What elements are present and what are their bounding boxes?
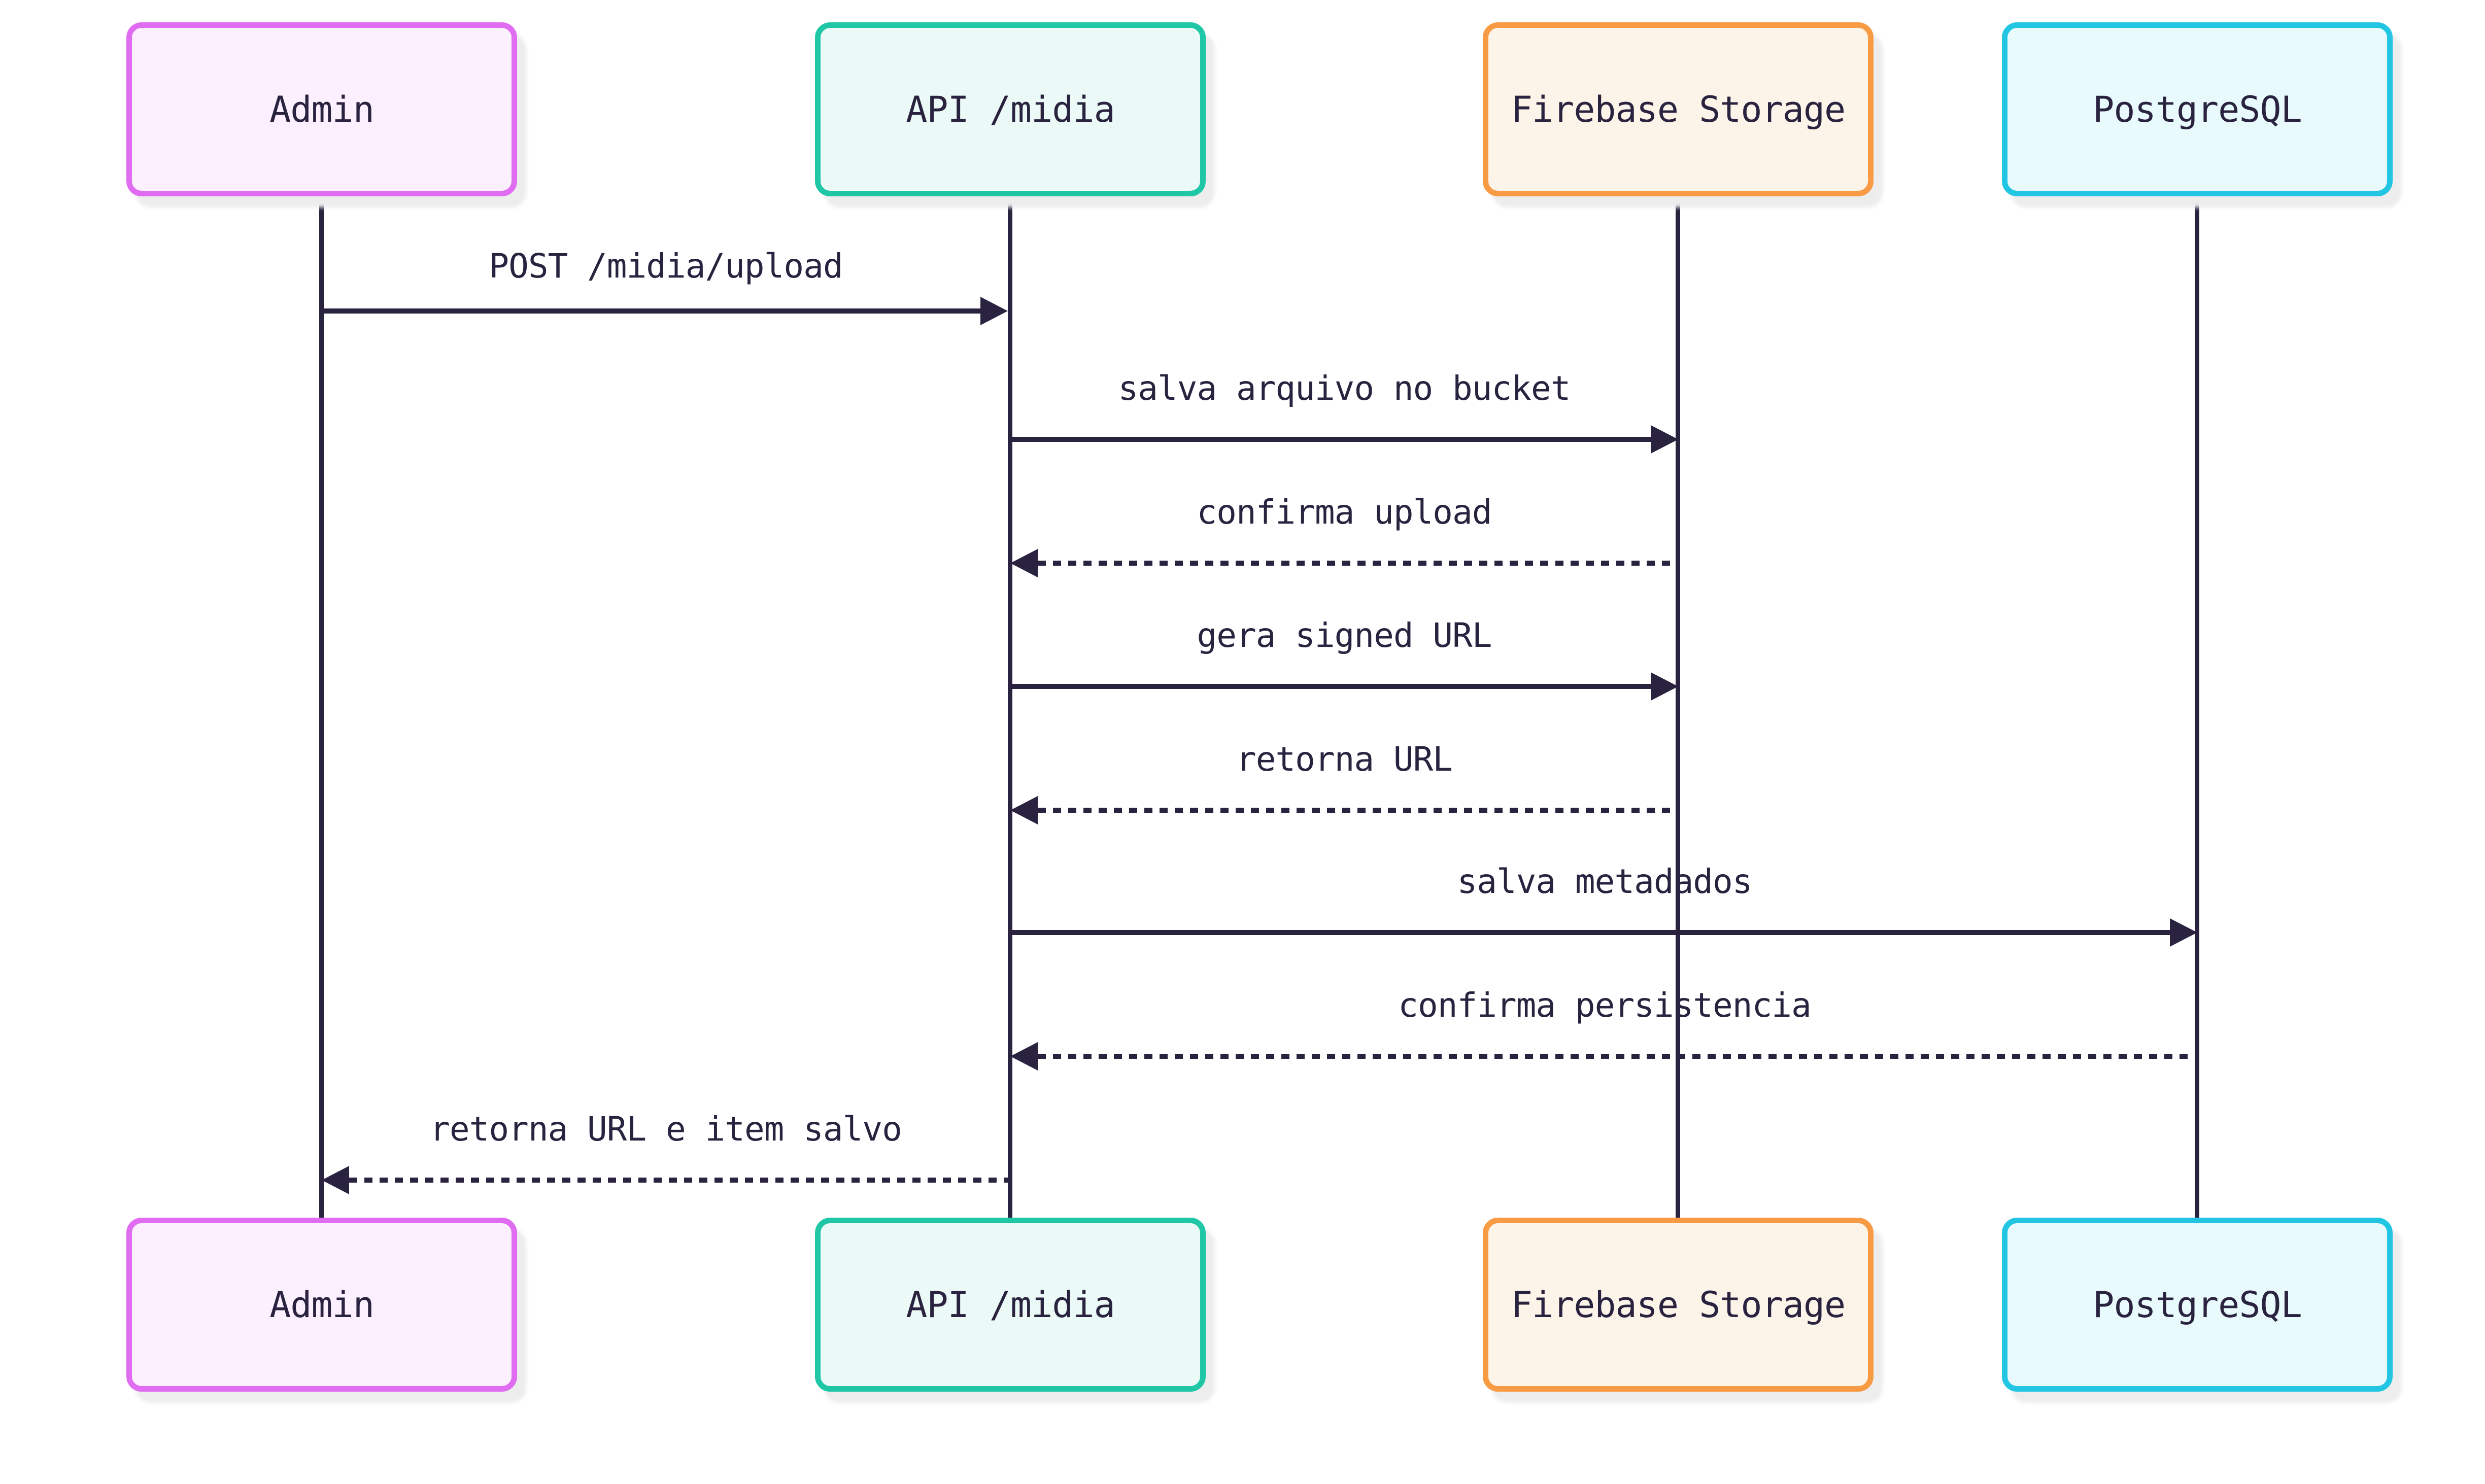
actor-box-postgresql-top: PostgreSQL <box>2002 22 2393 196</box>
actor-box-api-midia-top: API /midia <box>815 22 1206 196</box>
actor-label-admin: Admin <box>269 1284 375 1326</box>
message-label: gera signed URL <box>1197 616 1492 655</box>
actor-label-admin: Admin <box>269 88 375 130</box>
actor-label-firebase-storage: Firebase Storage <box>1511 88 1846 130</box>
arrowhead-right-icon <box>1651 672 1678 701</box>
actor-label-api-midia: API /midia <box>906 88 1115 130</box>
message-line <box>1010 930 2170 935</box>
message-label: confirma upload <box>1197 493 1492 532</box>
message-line <box>322 308 980 314</box>
arrowhead-left-icon <box>1010 549 1038 577</box>
actor-box-firebase-storage-bottom: Firebase Storage <box>1483 1218 1874 1392</box>
message-line <box>1010 437 1651 442</box>
message-label: retorna URL <box>1236 740 1453 779</box>
actor-box-postgresql-bottom: PostgreSQL <box>2002 1218 2393 1392</box>
lifeline-postgresql <box>2195 196 2199 1218</box>
arrowhead-left-icon <box>1010 796 1038 824</box>
message-line <box>1038 561 1678 566</box>
message-label: salva metadados <box>1457 862 1752 901</box>
arrowhead-left-icon <box>1010 1042 1038 1071</box>
lifeline-firebase-storage <box>1676 196 1680 1218</box>
actor-box-api-midia-bottom: API /midia <box>815 1218 1206 1392</box>
message-label: salva arquivo no bucket <box>1118 369 1571 408</box>
message-label: retorna URL e item salvo <box>430 1110 902 1149</box>
message-line <box>1038 1054 2197 1059</box>
message-label: confirma persistencia <box>1398 986 1811 1025</box>
message-line <box>349 1178 1008 1183</box>
actor-label-postgresql: PostgreSQL <box>2093 1284 2302 1326</box>
actor-box-admin-bottom: Admin <box>126 1218 517 1392</box>
actor-box-firebase-storage-top: Firebase Storage <box>1483 22 1874 196</box>
arrowhead-right-icon <box>1651 425 1678 454</box>
lifeline-api-midia <box>1008 196 1012 1218</box>
lifeline-admin <box>319 196 324 1218</box>
message-line <box>1010 684 1651 689</box>
actor-label-firebase-storage: Firebase Storage <box>1511 1284 1846 1326</box>
actor-box-admin-top: Admin <box>126 22 517 196</box>
actor-label-api-midia: API /midia <box>906 1284 1115 1326</box>
message-line <box>1038 808 1678 813</box>
message-label: POST /midia/upload <box>489 247 843 286</box>
actor-label-postgresql: PostgreSQL <box>2093 88 2302 130</box>
arrowhead-left-icon <box>322 1166 349 1194</box>
arrowhead-right-icon <box>2170 918 2197 947</box>
arrowhead-right-icon <box>980 297 1008 325</box>
